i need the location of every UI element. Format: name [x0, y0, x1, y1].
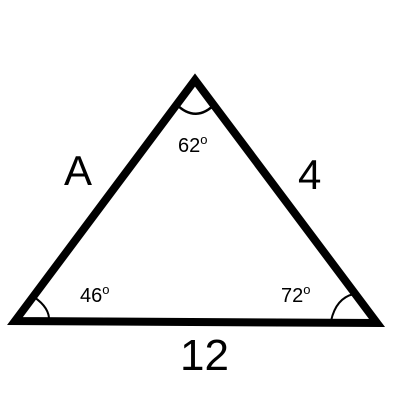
angle-value-top: 62 [178, 135, 200, 157]
angle-arc-bottom-right [330, 293, 355, 322]
angle-value-bottom-left: 46 [80, 285, 102, 307]
angle-arc-bottom-left [33, 296, 51, 322]
angle-label-bottom-left: 46o [80, 282, 109, 307]
angle-value-bottom-right: 72 [281, 285, 303, 307]
degree-mark-bottom-right: o [303, 282, 310, 297]
degree-mark-top: o [200, 132, 207, 147]
triangle-outline [7, 73, 386, 328]
side-label-left: A [64, 147, 92, 194]
side-label-right: 4 [298, 151, 321, 198]
degree-mark-bottom-left: o [102, 282, 109, 297]
angle-label-bottom-right: 72o [281, 282, 310, 307]
angle-arc-top [175, 102, 217, 115]
angle-label-top: 62o [178, 132, 207, 157]
side-label-bottom: 12 [180, 331, 229, 380]
